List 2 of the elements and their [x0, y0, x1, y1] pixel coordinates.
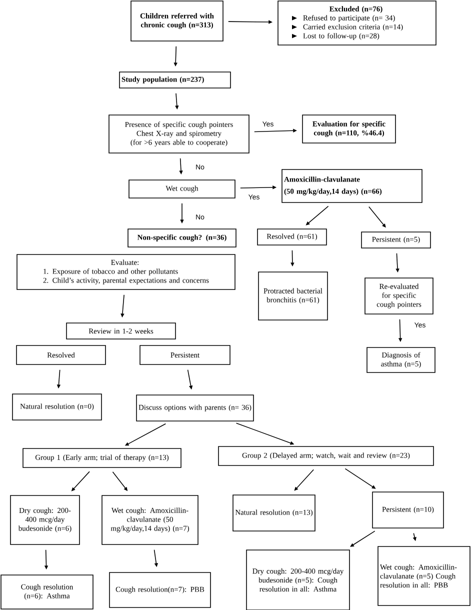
arrow [350, 530, 376, 547]
arrow [294, 469, 314, 491]
